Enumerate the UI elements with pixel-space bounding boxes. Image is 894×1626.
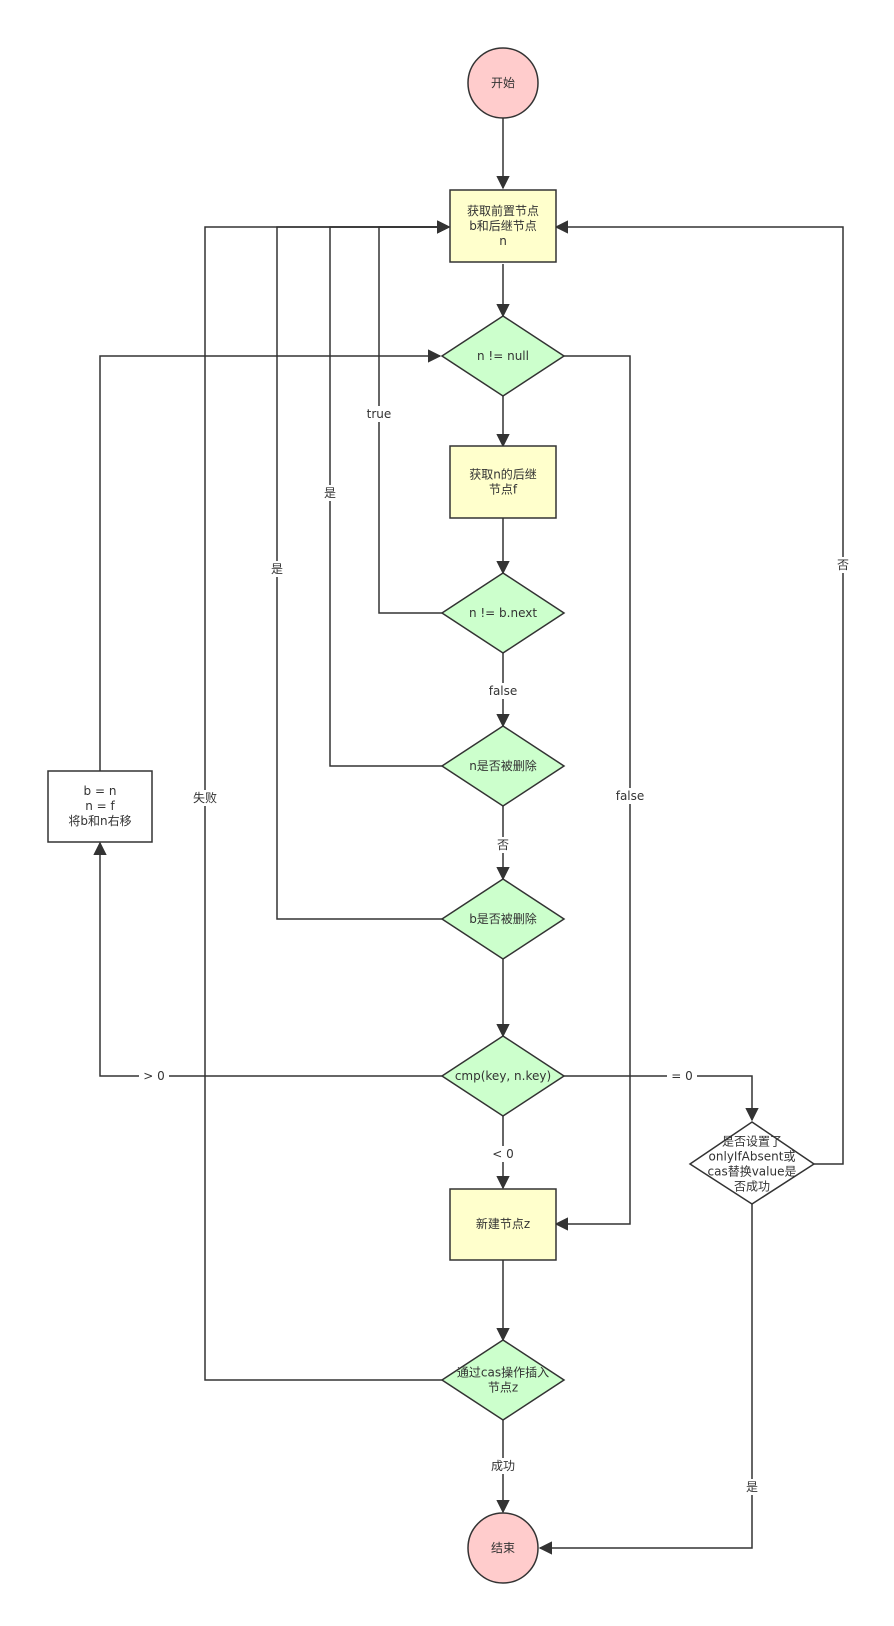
n-deleted-decision-label: n是否被删除	[469, 758, 537, 773]
end-node-label: 结束	[491, 1541, 515, 1555]
new-z-node-label: 新建节点z	[476, 1216, 530, 1231]
shift-right-node	[47, 770, 153, 843]
cmp-decision-label: cmp(key, n.key)	[455, 1069, 551, 1083]
get-f-node	[449, 445, 557, 519]
n-ne-bnext-decision-label-line: n != b.next	[469, 606, 537, 620]
n-ne-bnext-decision-label: n != b.next	[469, 606, 537, 620]
edge-label-no-absent: 否	[837, 558, 849, 572]
n-not-null-decision	[440, 315, 566, 397]
edge-n-deleted-yes-loop	[329, 220, 451, 767]
n-not-null-decision-label: n != null	[477, 349, 529, 363]
get-f-node-label-line: 获取n的后继	[469, 467, 537, 482]
start-node	[467, 47, 539, 119]
get-b-n-node	[449, 189, 557, 263]
edge-label-success: 成功	[491, 1459, 515, 1473]
edge-label-gt0: > 0	[143, 1069, 165, 1083]
edge-label-true: true	[367, 407, 392, 421]
get-b-n-node-label-line: n	[499, 234, 507, 248]
b-deleted-decision-label: b是否被删除	[469, 911, 537, 926]
edge-label-lt0: < 0	[492, 1147, 514, 1161]
edge-label-no-n-deleted: 否	[497, 838, 509, 852]
only-if-absent-decision-label-line: onlyIfAbsent或	[709, 1150, 796, 1164]
start-node-label-line: 开始	[491, 76, 515, 90]
only-if-absent-decision-label-line: cas替换value是	[708, 1165, 797, 1179]
edge-only-if-absent-yes	[538, 1204, 753, 1555]
get-b-n-node-label-line: 获取前置节点	[467, 203, 539, 218]
cmp-decision-label-line: cmp(key, n.key)	[455, 1069, 551, 1083]
end-node-label-line: 结束	[491, 1541, 515, 1555]
start-node-label: 开始	[491, 76, 515, 90]
cas-insert-decision-label-line: 节点z	[488, 1381, 518, 1395]
n-deleted-decision	[440, 725, 566, 807]
n-ne-bnext-decision	[440, 572, 566, 654]
get-f-node-label-line: 节点f	[489, 483, 518, 497]
cas-insert-decision	[440, 1339, 566, 1421]
shift-right-node-label-line: n = f	[85, 799, 115, 813]
cmp-decision	[440, 1035, 566, 1117]
edge-label-yes-n-deleted: 是	[324, 486, 336, 500]
edge-cmp-gt0	[93, 841, 442, 1077]
n-not-null-decision-label-line: n != null	[477, 349, 529, 363]
end-node	[467, 1512, 539, 1584]
shift-right-node-label-line: b = n	[84, 784, 117, 798]
n-deleted-decision-label-line: n是否被删除	[469, 758, 537, 773]
b-deleted-decision	[440, 878, 566, 960]
edge-label-yes-absent: 是	[746, 1480, 758, 1494]
edge-label-false-null: false	[616, 789, 645, 803]
edge-cmp-eq0	[564, 1075, 759, 1122]
only-if-absent-decision-label-line: 否成功	[734, 1180, 770, 1194]
edges	[93, 118, 844, 1555]
edge-only-if-absent-no	[554, 220, 844, 1165]
edge-label-fail: 失败	[193, 790, 217, 805]
edge-cas-insert-fail-loop	[204, 220, 451, 1381]
edge-label-yes-b-deleted: 是	[271, 562, 283, 576]
shift-right-node-label-line: 将b和n右移	[68, 813, 131, 828]
only-if-absent-decision	[688, 1121, 816, 1205]
edge-label-false-bnext: false	[489, 684, 518, 698]
edge-label-eq0: = 0	[671, 1069, 693, 1083]
new-z-node-label-line: 新建节点z	[476, 1216, 530, 1231]
new-z-node	[449, 1188, 557, 1261]
edge-labels: true 是 是 失败 false 否 false > 0 = 0 < 0 否 …	[139, 406, 852, 1495]
edge-shift-right-to-n-not-null	[99, 349, 442, 771]
get-b-n-node-label-line: b和后继节点	[469, 219, 537, 233]
only-if-absent-decision-label-line: 是否设置了	[722, 1135, 782, 1149]
b-deleted-decision-label-line: b是否被删除	[469, 911, 537, 926]
cas-insert-decision-label-line: 通过cas操作插入	[457, 1365, 549, 1380]
edge-b-deleted-yes-loop	[276, 220, 451, 920]
